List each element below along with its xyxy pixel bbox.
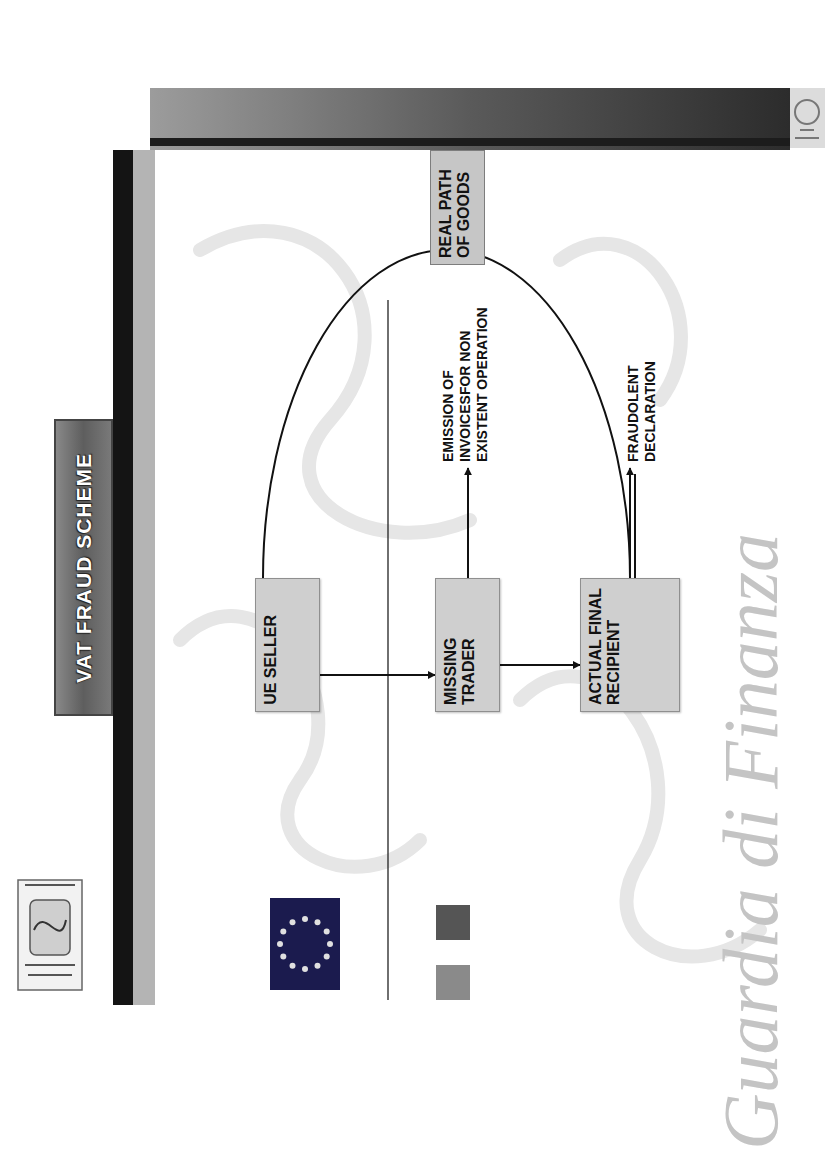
header-band — [150, 88, 790, 150]
watermark: Guardia di Finanza — [712, 533, 790, 1150]
title-band — [55, 420, 112, 715]
flag-block — [436, 965, 470, 1000]
leader-arrow — [629, 468, 631, 578]
process-box: ACTUAL FINAL RECIPIENT — [580, 578, 680, 712]
title-holder: VAT FRAUD SCHEME — [55, 420, 112, 715]
eu-stars — [277, 916, 333, 972]
leader-line — [634, 474, 636, 578]
box-text: ACTUAL FINAL RECIPIENT — [587, 585, 624, 705]
flag-block — [436, 905, 470, 940]
region-divider — [387, 300, 388, 1000]
annotation-text: FRAUDOLENT DECLARATION — [625, 332, 659, 462]
path-tag: REAL PATH OF GOODS — [430, 150, 485, 265]
watermark-swirls — [180, 231, 760, 956]
header-rule — [150, 138, 790, 146]
slide-title: VAT FRAUD SCHEME — [72, 453, 96, 683]
side-stripe — [133, 150, 155, 1005]
box-text: MISSING TRADER — [442, 585, 479, 705]
flow-connector — [500, 664, 580, 666]
leader-arrow — [467, 468, 469, 578]
side-bar — [113, 150, 133, 1005]
emblem-top — [790, 88, 825, 148]
box-text: UE SELLER — [262, 615, 280, 705]
process-box: MISSING TRADER — [435, 578, 500, 712]
label-holder: Guardia di Finanza — [712, 270, 790, 1150]
eu-flag — [270, 898, 340, 990]
label-holder: FRAUDOLENT DECLARATION — [625, 332, 659, 462]
flow-connector — [263, 250, 630, 578]
annotation-text: EMISSION OF INVOICESFOR NON EXISTENT OPE… — [440, 297, 490, 462]
emblem-bottom — [18, 880, 82, 990]
label-holder: EMISSION OF INVOICESFOR NON EXISTENT OPE… — [440, 297, 490, 462]
process-box: UE SELLER — [255, 578, 320, 712]
flow-connector — [320, 674, 435, 676]
box-text: REAL PATH OF GOODS — [437, 157, 474, 258]
